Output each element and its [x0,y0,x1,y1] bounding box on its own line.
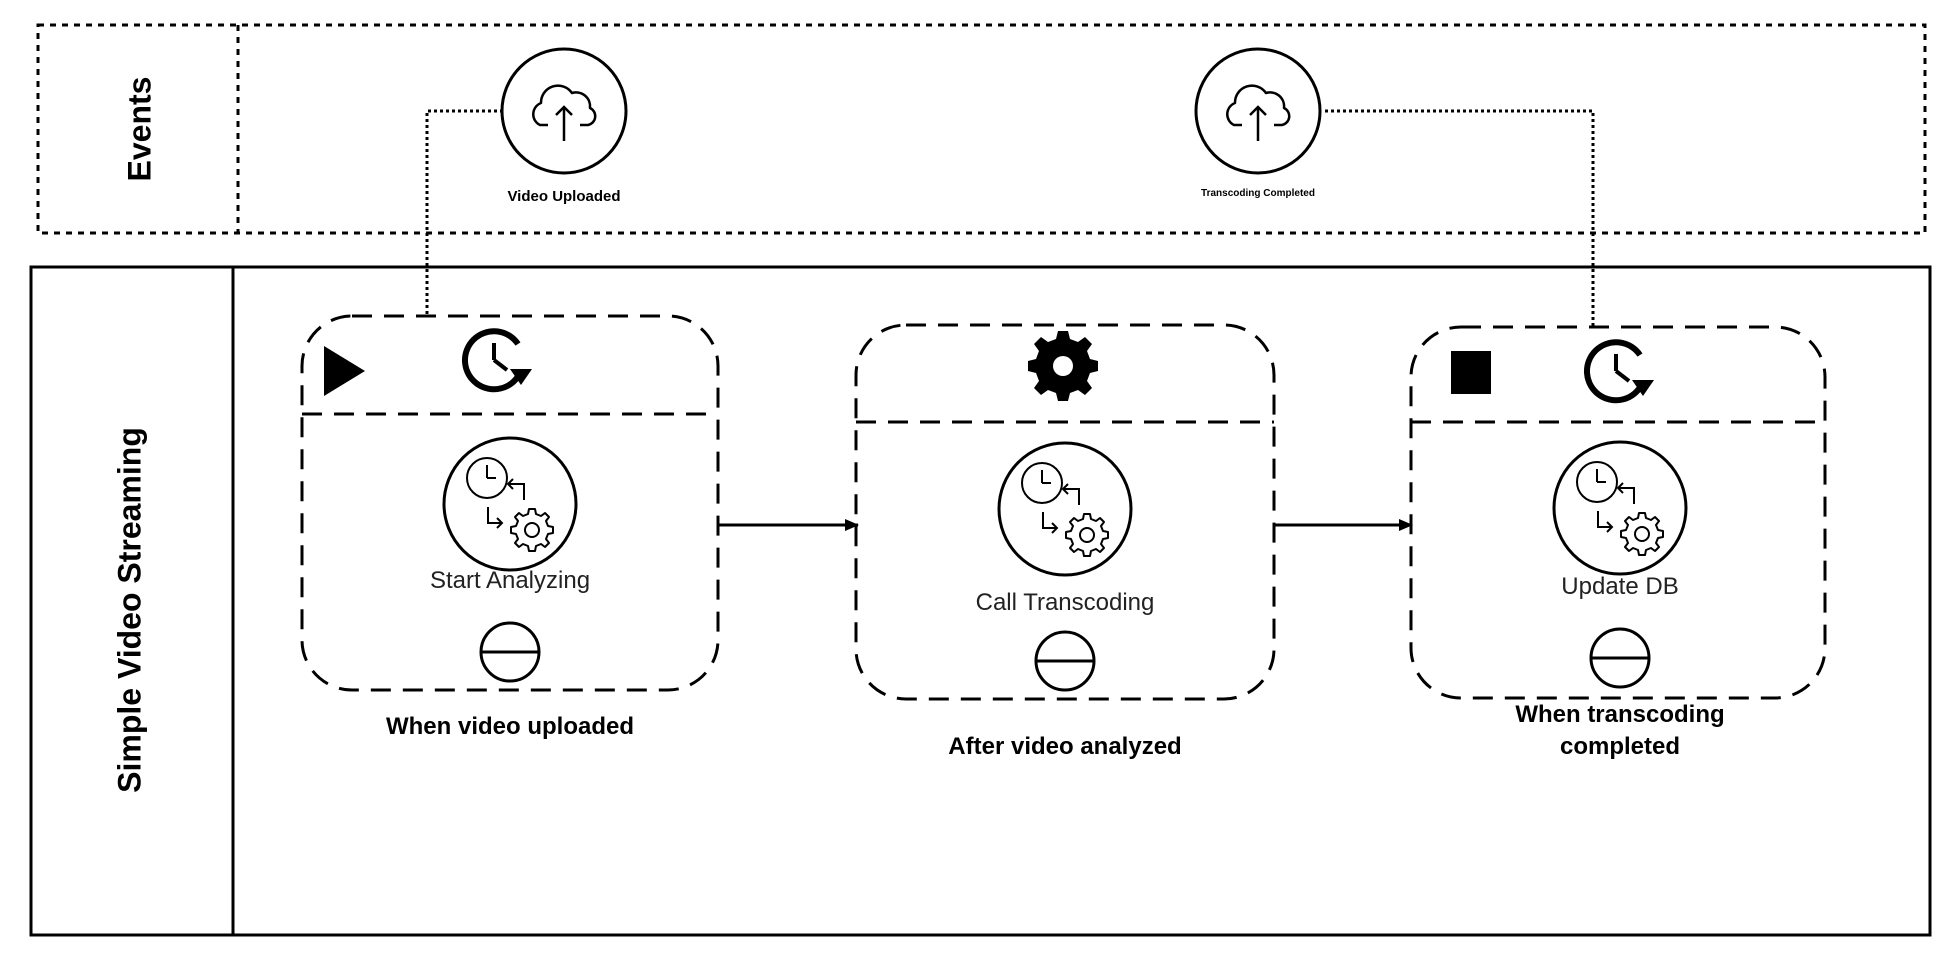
boundary-marker-icon [1589,627,1651,689]
step-caption-line2: completed [1560,733,1680,760]
process-lane-title: Simple Video Streaming [111,427,147,793]
scheduled-task-icon [997,441,1133,577]
end-square-icon [1451,351,1491,394]
timer-event-icon [1584,339,1654,404]
step-caption: When video uploaded [386,713,634,740]
step-update-db[interactable]: Update DB When transcoding completed [1409,325,1827,760]
step-call-transcoding[interactable]: Call Transcoding After video analyzed [854,323,1276,760]
event-connector-video-uploaded [425,109,503,316]
step-caption: After video analyzed [948,733,1181,760]
start-triangle-icon [324,346,365,396]
event-connector-transcoding-completed [1325,109,1595,329]
task-label: Update DB [1561,573,1678,600]
cloud-upload-icon [532,84,597,141]
gear-icon [1028,331,1098,401]
boundary-marker-icon [479,621,541,683]
event-label: Video Uploaded [507,188,620,205]
event-video-uploaded[interactable]: Video Uploaded [500,47,628,205]
scheduled-task-icon [1552,440,1688,576]
task-label: Call Transcoding [976,589,1155,616]
events-lane: Events [36,23,1927,235]
timer-event-icon [462,328,532,393]
events-lane-title: Events [121,77,157,182]
event-label: Transcoding Completed [1201,188,1315,199]
boundary-marker-icon [1034,630,1096,692]
step-start-analyzing[interactable]: Start Analyzing When video uploaded [300,314,720,740]
scheduled-task-icon [442,436,578,572]
cloud-upload-icon [1226,84,1291,141]
event-transcoding-completed[interactable]: Transcoding Completed [1194,47,1322,199]
process-lane: Simple Video Streaming [29,265,1932,937]
step-caption-line1: When transcoding [1515,701,1724,728]
task-label: Start Analyzing [430,567,590,594]
